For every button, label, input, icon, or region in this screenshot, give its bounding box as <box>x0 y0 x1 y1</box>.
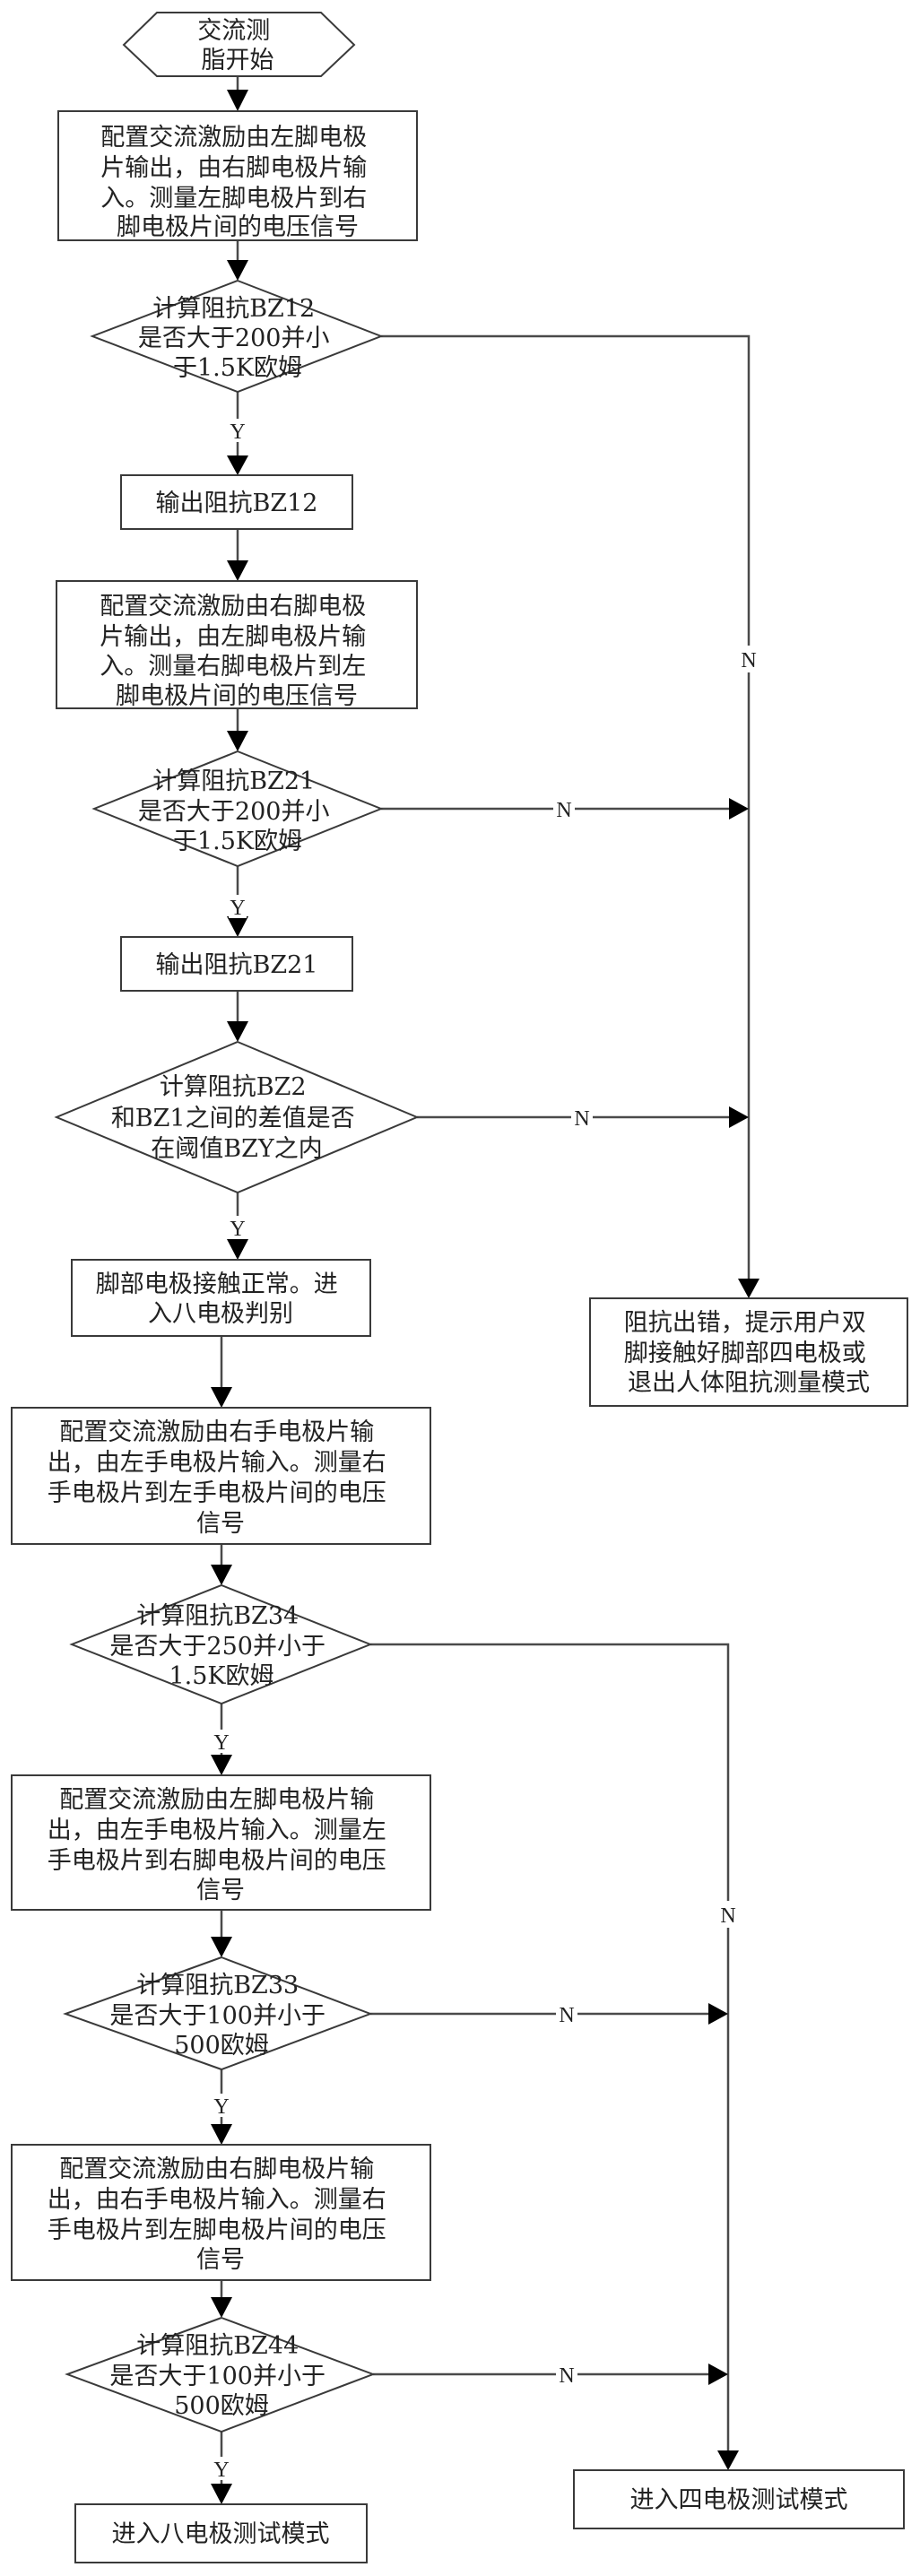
check-diff-node: 计算阻抗BZ2 和BZ1之间的差值是否 在阈值BZY之内 <box>54 1040 420 1194</box>
arrowhead <box>227 90 248 111</box>
start-node: 交流测 脂开始 <box>122 12 356 77</box>
config-left-foot-hand-label: 配置交流激励由左脚电极片输 出，由左手电极片输入。测量左 手电极片到右脚电极片间… <box>48 1786 395 1904</box>
arrowhead <box>211 1387 232 1408</box>
check-bz33-label: 计算阻抗BZ33 是否大于100并小于 500欧姆 <box>109 1972 333 2060</box>
edge-label-no: N <box>720 1904 735 1928</box>
edge-label-no: N <box>741 649 756 672</box>
arrowhead <box>227 1021 248 1042</box>
check-bz21-node: 计算阻抗BZ21 是否大于200并小 于1.5K欧姆 <box>91 750 384 868</box>
config-right-foot-label: 配置交流激励由右脚电极 片输出，由左脚电极片输 入。测量右脚电极片到左 脚电极片… <box>100 593 374 710</box>
edge-label-yes: Y <box>230 897 245 920</box>
arrowhead <box>227 1239 248 1260</box>
arrowhead <box>227 455 248 475</box>
arrowhead <box>211 2484 232 2504</box>
config-right-foot-node: 配置交流激励由右脚电极 片输出，由左脚电极片输 入。测量右脚电极片到左 脚电极片… <box>56 580 418 710</box>
arrowhead <box>738 1279 759 1298</box>
edge-label-yes: Y <box>213 1731 229 1755</box>
config-left-foot-hand-node: 配置交流激励由左脚电极片输 出，由左手电极片输入。测量左 手电极片到右脚电极片间… <box>11 1774 431 1911</box>
arrowhead <box>211 1755 232 1775</box>
edge-label-yes: Y <box>213 2459 229 2482</box>
config-right-hand-label: 配置交流激励由右手电极片输 出，由左手电极片输入。测量右 手电极片到左手电极片间… <box>48 1418 395 1538</box>
impedance-error-label: 阻抗出错，提示用户双 脚接触好脚部四电极或 退出人体阻抗测量模式 <box>624 1309 874 1397</box>
arrowhead <box>227 731 248 751</box>
edge-bz12-no <box>381 334 751 1279</box>
arrowhead <box>211 2297 232 2318</box>
output-bz21-label: 输出阻抗BZ21 <box>156 951 318 979</box>
arrowhead <box>729 798 749 820</box>
check-bz12-label: 计算阻抗BZ12 是否大于200并小 于1.5K欧姆 <box>138 295 337 382</box>
config-left-foot-node: 配置交流激励由左脚电极 片输出，由右脚电极片输 入。测量左脚电极片到右 脚电极片… <box>57 110 418 241</box>
check-bz12-node: 计算阻抗BZ12 是否大于200并小 于1.5K欧姆 <box>90 279 384 394</box>
edge-label-yes: Y <box>213 2095 229 2119</box>
config-left-foot-label: 配置交流激励由左脚电极 片输出，由右脚电极片输 入。测量左脚电极片到右 脚电极片… <box>100 124 375 241</box>
output-bz21-node: 输出阻抗BZ21 <box>120 936 353 992</box>
check-bz34-node: 计算阻抗BZ34 是否大于250并小于 1.5K欧姆 <box>69 1583 373 1705</box>
check-bz34-label: 计算阻抗BZ34 是否大于250并小于 1.5K欧姆 <box>109 1602 333 1690</box>
foot-contact-ok-label: 脚部电极接触正常。进 入八电极判别 <box>96 1271 346 1328</box>
enter-four-electrode-node: 进入四电极测试模式 <box>573 2469 905 2529</box>
arrowhead <box>708 2003 728 2025</box>
enter-eight-electrode-node: 进入八电极测试模式 <box>74 2503 368 2563</box>
check-diff-label: 计算阻抗BZ2 和BZ1之间的差值是否 在阈值BZY之内 <box>111 1073 362 1163</box>
config-right-hand-node: 配置交流激励由右手电极片输 出，由左手电极片输入。测量右 手电极片到左手电极片间… <box>11 1407 431 1545</box>
edge-bz34-no <box>370 1643 730 2450</box>
edge-labels: Y Y Y Y Y Y N N N N N N <box>213 419 759 2482</box>
output-bz12-node: 输出阻抗BZ12 <box>120 474 353 530</box>
edge-label-yes: Y <box>230 421 245 444</box>
edges <box>211 76 759 2504</box>
check-bz21-label: 计算阻抗BZ21 是否大于200并小 于1.5K欧姆 <box>138 768 337 855</box>
start-node-label: 交流测 脂开始 <box>197 17 278 74</box>
arrowhead <box>708 2364 728 2385</box>
arrowhead <box>227 916 248 937</box>
edge-label-no: N <box>559 2364 574 2388</box>
arrowhead <box>729 1106 749 1128</box>
output-bz12-label: 输出阻抗BZ12 <box>156 490 318 517</box>
arrowhead <box>211 1937 232 1957</box>
config-right-foot-hand-label: 配置交流激励由右脚电极片输 出，由右手电极片输入。测量右 手电极片到左脚电极片间… <box>48 2155 395 2274</box>
arrowhead <box>717 2450 739 2470</box>
check-bz44-node: 计算阻抗BZ44 是否大于100并小于 500欧姆 <box>65 2316 376 2433</box>
enter-four-electrode-label: 进入四电极测试模式 <box>630 2486 848 2514</box>
check-bz33-node: 计算阻抗BZ33 是否大于100并小于 500欧姆 <box>63 1956 373 2071</box>
foot-contact-ok-node: 脚部电极接触正常。进 入八电极判别 <box>71 1259 371 1337</box>
config-right-foot-hand-node: 配置交流激励由右脚电极片输 出，由右手电极片输入。测量右 手电极片到左脚电极片间… <box>11 2144 431 2281</box>
impedance-error-node: 阻抗出错，提示用户双 脚接触好脚部四电极或 退出人体阻抗测量模式 <box>589 1297 908 1407</box>
arrowhead <box>227 260 248 281</box>
edge-label-no: N <box>556 799 571 822</box>
edge-label-no: N <box>574 1107 589 1131</box>
arrowhead <box>227 560 248 581</box>
enter-eight-electrode-label: 进入八电极测试模式 <box>112 2520 330 2548</box>
edge-label-no: N <box>559 2004 574 2027</box>
check-bz44-label: 计算阻抗BZ44 是否大于100并小于 500欧姆 <box>109 2332 333 2420</box>
arrowhead <box>211 2124 232 2145</box>
edge-label-yes: Y <box>230 1218 245 1241</box>
arrowhead <box>211 1565 232 1585</box>
